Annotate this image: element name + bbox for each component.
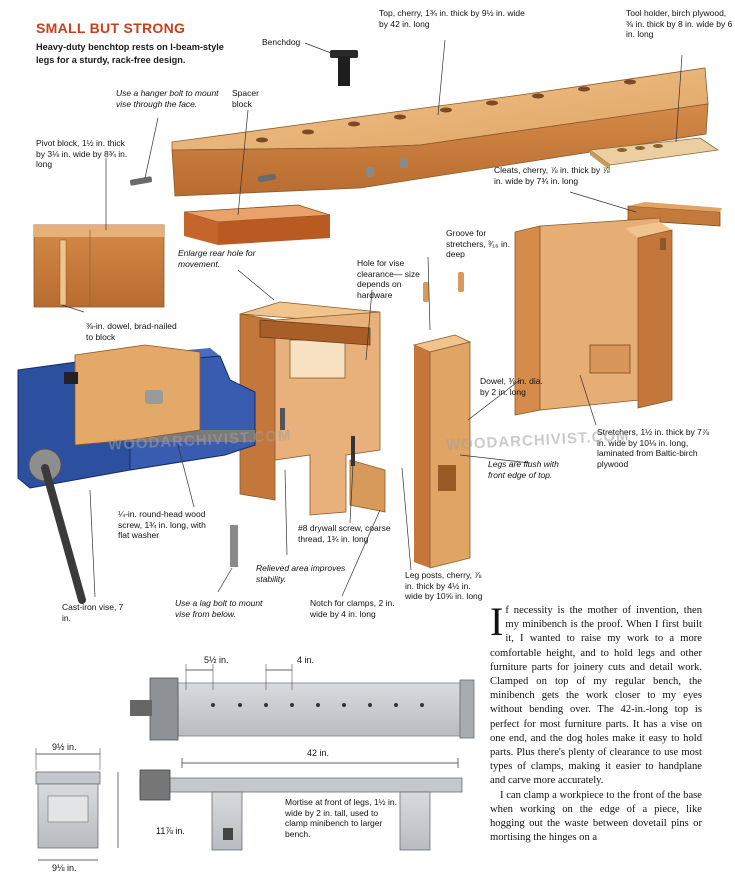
- label-legs-flush: Legs are flush with front edge of top.: [488, 459, 559, 480]
- center-leg: [239, 301, 386, 516]
- label-pivot-block: Pivot block, 1½ in. thick by 3⅛ in. wide…: [36, 138, 128, 169]
- label-groove: Groove for stretchers, ³⁄₁₆ in. deep: [446, 228, 510, 259]
- diagram-subtitle: Heavy-duty benchtop rests on I-beam-styl…: [36, 42, 224, 65]
- dim-hole-spacing: 4 in.: [297, 655, 315, 665]
- plan-top-view: [130, 664, 475, 768]
- benchtop: [171, 67, 709, 197]
- label-benchdog: Benchdog: [262, 37, 301, 47]
- article-paragraph-2: I can clamp a workpiece to the front of …: [490, 789, 702, 844]
- label-dowel-brad: ⅜-in. dowel, brad-nailed to block: [86, 321, 177, 342]
- label-cleats: Cleats, cherry, ⅞ in. thick by ⅞ in. wid…: [494, 165, 610, 186]
- label-spacer-block: Spacer block: [232, 88, 259, 109]
- label-lag-bolt: Use a lag bolt to mount vise from below.: [175, 598, 263, 619]
- pivot-block: [33, 224, 165, 308]
- leg-post: [412, 272, 472, 569]
- plan-front-view: [139, 769, 463, 851]
- label-mortise: Mortise at front of legs, 1½ in. wide by…: [285, 797, 397, 839]
- dim-top-length: 42 in.: [307, 748, 330, 758]
- label-hanger-bolt: Use a hanger bolt to mount vise through …: [116, 88, 219, 109]
- dim-height: 11⅞ in.: [156, 826, 185, 836]
- label-stretchers: Stretchers, 1½ in. thick by 7⅞ in. wide …: [597, 427, 709, 469]
- label-enlarge-hole: Enlarge rear hole for movement.: [178, 248, 256, 269]
- label-top: Top, cherry, 1¾ in. thick by 9½ in. wide…: [379, 8, 525, 29]
- plan-side-view: [35, 748, 119, 861]
- label-leg-posts: Leg posts, cherry, ⅞ in. thick by 4½ in.…: [405, 570, 483, 601]
- tool-holder: [588, 137, 720, 170]
- label-dowel: Dowel, ⅜ in. dia. by 2 in. long: [480, 376, 543, 397]
- drop-cap: I: [490, 599, 504, 644]
- label-tool-holder: Tool holder, birch plywood, ⅜ in. thick …: [626, 8, 733, 39]
- right-leg-assembly: [514, 217, 673, 416]
- label-vise-clearance: Hole for vise clearance— size depends on…: [357, 258, 420, 300]
- label-relieved-area: Relieved area improves stability.: [256, 563, 346, 584]
- dim-dog-spacing: 5½ in.: [204, 655, 229, 665]
- label-drywall-screw: #8 drywall screw, coarse thread, 1¾ in. …: [298, 523, 391, 544]
- spacer-block: [183, 204, 331, 245]
- benchdog: [330, 50, 358, 86]
- label-wood-screw: ¼-in. round-head wood screw, 1¾ in. long…: [118, 509, 206, 540]
- lag-bolt: [230, 525, 238, 567]
- hanger-bolts: [129, 158, 408, 186]
- dim-base-width: 9⅛ in.: [52, 863, 77, 873]
- dim-top-width: 9½ in.: [52, 742, 77, 752]
- vise: [17, 344, 256, 604]
- leader-lines: [61, 39, 683, 598]
- label-notch: Notch for clamps, 2 in. wide by 4 in. lo…: [310, 598, 395, 619]
- label-cast-iron-vise: Cast-iron vise, 7 in.: [62, 602, 124, 623]
- diagram-title: SMALL BUT STRONG: [36, 20, 186, 36]
- article-paragraph-1: f necessity is the mother of invention, …: [490, 605, 702, 787]
